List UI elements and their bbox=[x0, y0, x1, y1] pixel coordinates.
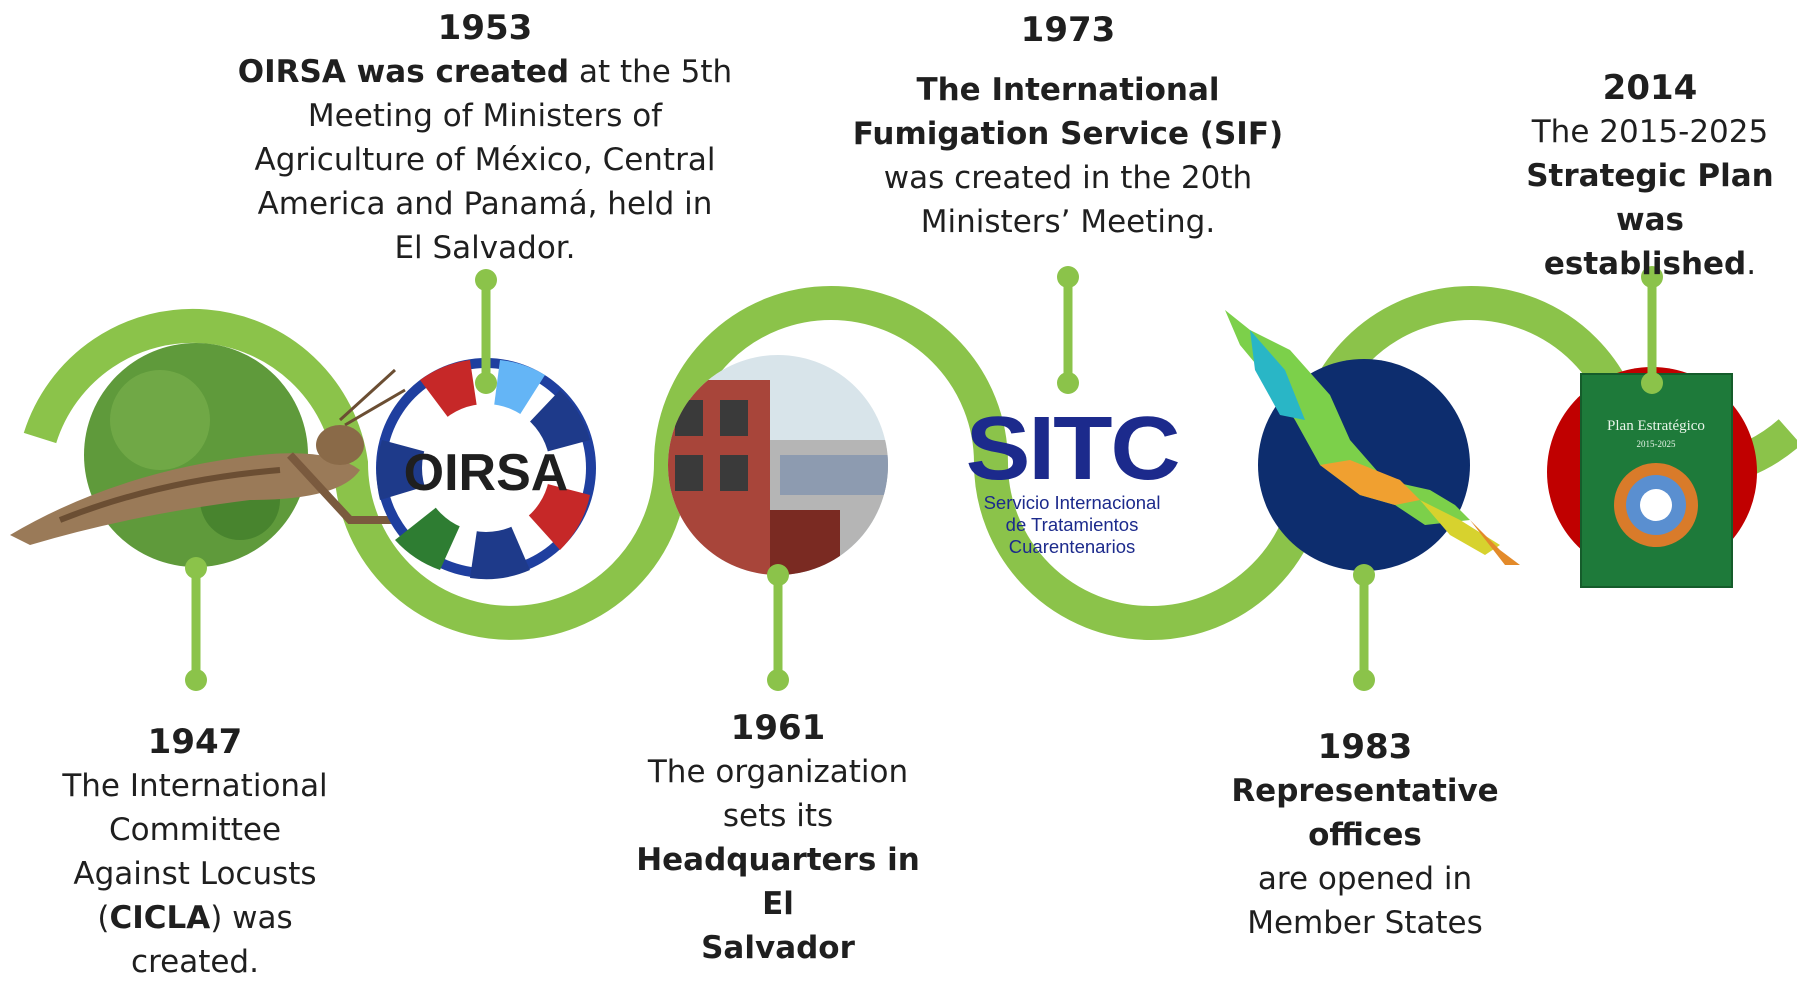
event-1953-line-5: El Salvador. bbox=[394, 230, 576, 266]
svg-text:Plan Estratégico: Plan Estratégico bbox=[1607, 418, 1705, 434]
event-1983-line-2: are opened in bbox=[1257, 861, 1473, 897]
event-1973-line-1: The International bbox=[916, 72, 1220, 108]
sitc-logo-word: SITC bbox=[965, 399, 1181, 499]
event-2014-line-3: was established bbox=[1543, 202, 1747, 282]
event-1947-year: 1947 bbox=[147, 722, 243, 762]
event-1961: 1961 The organization sets its Headquart… bbox=[618, 706, 938, 970]
svg-text:2015-2025: 2015-2025 bbox=[1637, 439, 1676, 449]
headquarters-building-image bbox=[668, 355, 888, 575]
sitc-subtitle-line-3: Cuarentenarios bbox=[1008, 536, 1136, 557]
event-1973-line-2: Fumigation Service (SIF) bbox=[852, 116, 1284, 152]
event-1983: 1983 Representative offices are opened i… bbox=[1170, 725, 1560, 945]
event-1947-line-5: created. bbox=[131, 944, 259, 980]
oirsa-logo: OIRSA bbox=[376, 358, 596, 580]
timeline-wave bbox=[23, 286, 1797, 640]
event-1953-line-1: at the 5th bbox=[569, 54, 733, 90]
event-1947-line-4c: ) was bbox=[210, 900, 293, 936]
event-1973-line-3: was created in the 20th bbox=[883, 160, 1253, 196]
event-1973-line-4: Ministers’ Meeting. bbox=[920, 204, 1216, 240]
event-1947-cicla: CICLA bbox=[109, 900, 211, 936]
event-1953-bold: OIRSA was created bbox=[237, 54, 570, 90]
event-1973-year: 1973 bbox=[1020, 10, 1116, 50]
event-1953-line-4: America and Panamá, held in bbox=[257, 186, 713, 222]
event-1947-line-1: The International bbox=[62, 768, 328, 804]
event-1961-line-2: sets its bbox=[722, 798, 834, 834]
event-1953-line-2: Meeting of Ministers of bbox=[307, 98, 663, 134]
event-2014-line-1: The 2015-2025 bbox=[1531, 114, 1769, 150]
sitc-subtitle-line-1: Servicio Internacional bbox=[983, 492, 1161, 513]
central-america-map bbox=[1225, 310, 1520, 571]
event-2014-line-2: Strategic Plan bbox=[1526, 158, 1774, 194]
grasshopper-image bbox=[10, 343, 406, 567]
event-2014-line-3-period: . bbox=[1746, 246, 1757, 282]
event-1961-line-1: The organization bbox=[647, 754, 909, 790]
event-1953: 1953 OIRSA was created at the 5th Meetin… bbox=[225, 6, 745, 270]
event-1953-year: 1953 bbox=[437, 8, 533, 48]
svg-text:OIRSA: OIRSA bbox=[404, 444, 569, 502]
sitc-logo-subtitle: Servicio Internacional de Tratamientos C… bbox=[952, 492, 1192, 558]
event-2014-year: 2014 bbox=[1602, 68, 1698, 108]
event-1947: 1947 The International Committee Against… bbox=[40, 720, 350, 984]
sitc-subtitle-line-2: de Tratamientos bbox=[1005, 514, 1139, 535]
event-1983-year: 1983 bbox=[1317, 727, 1413, 767]
event-1961-line-3: Headquarters in El bbox=[636, 842, 920, 922]
event-1947-line-3: Against Locusts bbox=[73, 856, 317, 892]
event-1961-year: 1961 bbox=[730, 708, 826, 748]
event-1983-line-3: Member States bbox=[1247, 905, 1483, 941]
strategic-plan-cover: Plan Estratégico 2015-2025 bbox=[1547, 367, 1757, 588]
event-2014: 2014 The 2015-2025 Strategic Plan was es… bbox=[1505, 66, 1795, 286]
event-1947-line-2: Committee bbox=[108, 812, 282, 848]
event-1973: 1973 The International Fumigation Servic… bbox=[848, 8, 1288, 244]
event-1983-line-1: Representative offices bbox=[1231, 773, 1499, 853]
event-1961-line-4: Salvador bbox=[701, 930, 855, 966]
event-1953-line-3: Agriculture of México, Central bbox=[254, 142, 716, 178]
event-1947-line-4a: ( bbox=[97, 900, 110, 936]
